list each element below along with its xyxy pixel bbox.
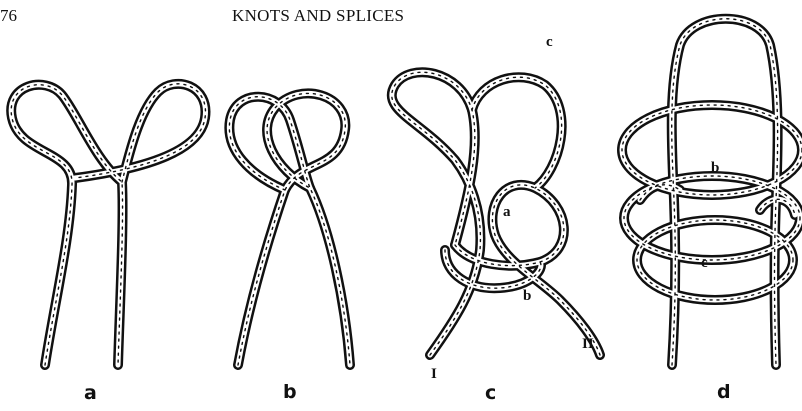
- caption-d: d: [717, 381, 731, 403]
- knot-figure-b: [229, 93, 350, 365]
- knot-figure-d: [622, 19, 802, 365]
- label-d-b: b: [711, 160, 719, 177]
- label-c-upper: c: [546, 34, 553, 51]
- label-end-two: II: [582, 336, 594, 353]
- caption-a: a: [84, 382, 97, 404]
- label-c-a: a: [503, 204, 511, 221]
- knot-figure-a: [11, 84, 205, 365]
- label-end-one: I: [431, 366, 437, 383]
- knot-figure-c: [392, 72, 600, 355]
- label-d-c: c: [701, 255, 708, 272]
- label-c-b: b: [523, 288, 531, 305]
- caption-b: b: [283, 381, 297, 403]
- caption-c: c: [485, 382, 496, 404]
